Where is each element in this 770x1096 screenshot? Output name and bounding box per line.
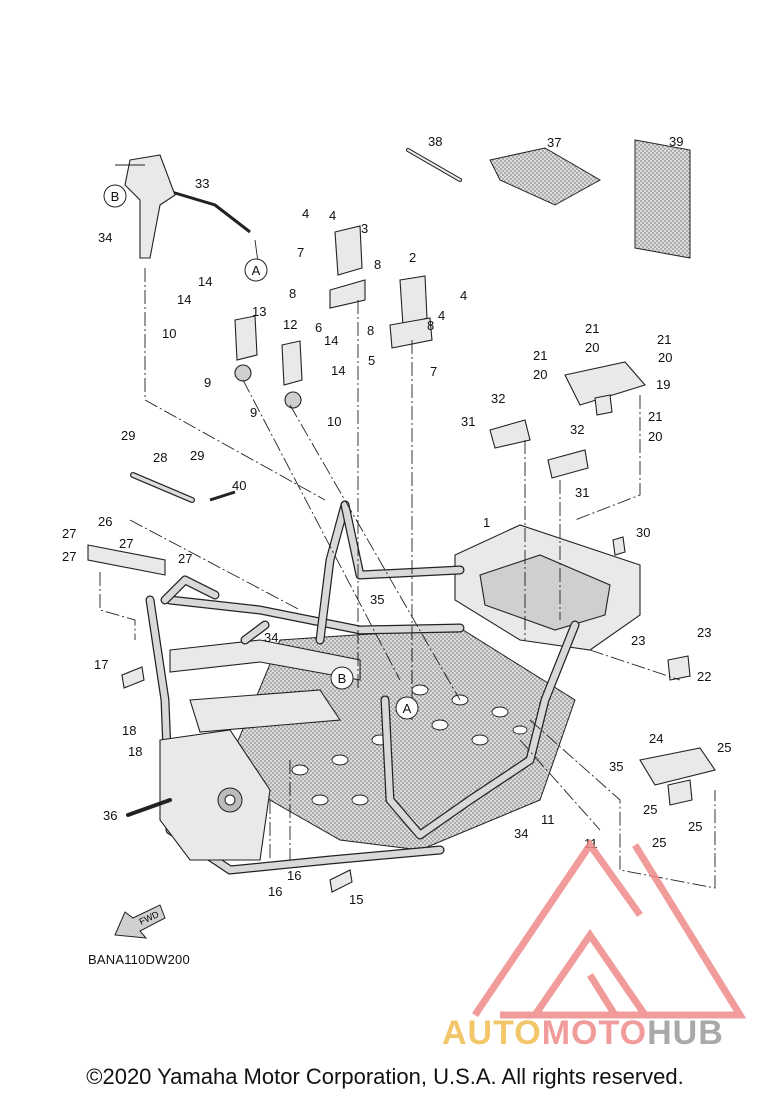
main-frame	[145, 500, 641, 875]
callout-5: 5	[368, 353, 375, 368]
callout-20b: 20	[658, 350, 672, 365]
callout-15: 15	[349, 892, 363, 907]
callout-20a: 20	[585, 340, 599, 355]
callout-10b: 10	[327, 414, 341, 429]
brand-moto: MOTO	[541, 1014, 648, 1052]
callout-32b: 32	[570, 422, 584, 437]
callout-21a: 21	[585, 321, 599, 336]
fwd-arrow-icon	[114, 904, 166, 939]
callout-7a: 7	[297, 245, 304, 260]
callout-8b: 8	[289, 286, 296, 301]
callout-14c: 14	[324, 333, 338, 348]
callout-8c: 8	[367, 323, 374, 338]
callout-27b: 27	[119, 536, 133, 551]
ref-circle-a-frame: A	[403, 701, 412, 716]
reference-circles: B A B A	[103, 184, 419, 720]
callout-14b: 14	[177, 292, 191, 307]
callout-8a: 8	[374, 257, 381, 272]
callout-22: 22	[697, 669, 711, 684]
callout-23a: 23	[631, 633, 645, 648]
brand-hub: HUB	[647, 1014, 724, 1052]
callout-32a: 32	[491, 391, 505, 406]
callout-19: 19	[656, 377, 670, 392]
callout-4c: 4	[460, 288, 467, 303]
callout-13: 13	[252, 304, 266, 319]
ref-circle-b-top: B	[111, 189, 120, 204]
callout-31a: 31	[461, 414, 475, 429]
callout-7b: 7	[430, 364, 437, 379]
ref-circle-b-frame: B	[338, 671, 347, 686]
callout-36: 36	[103, 808, 117, 823]
callout-16a: 16	[287, 868, 301, 883]
callout-25a: 25	[717, 740, 731, 755]
callout-28: 28	[153, 450, 167, 465]
callout-18a: 18	[122, 723, 136, 738]
callout-4b: 4	[329, 208, 336, 223]
callout-24: 24	[649, 731, 663, 746]
callout-labels: 1 2 3 4 4 4 4 5 6 7 7 8 8 8 8 9 9 10 10 …	[62, 134, 731, 907]
callout-16b: 16	[268, 884, 282, 899]
callout-18b: 18	[128, 744, 142, 759]
watermark-logo-icon	[472, 838, 747, 1019]
callout-39: 39	[669, 134, 683, 149]
callout-30: 30	[636, 525, 650, 540]
callout-6: 6	[315, 320, 322, 335]
callout-9a: 9	[204, 375, 211, 390]
callout-33: 33	[195, 176, 209, 191]
callout-26: 26	[98, 514, 112, 529]
callout-20d: 20	[648, 429, 662, 444]
callout-2: 2	[409, 250, 416, 265]
copyright-notice: ©2020 Yamaha Motor Corporation, U.S.A. A…	[86, 1064, 684, 1089]
callout-1: 1	[483, 515, 490, 530]
callout-25b: 25	[643, 802, 657, 817]
diagram-code: BANA110DW200	[88, 952, 190, 967]
callout-27d: 27	[178, 551, 192, 566]
callout-23b: 23	[697, 625, 711, 640]
callout-4a: 4	[302, 206, 309, 221]
callout-29a: 29	[121, 428, 135, 443]
callout-29b: 29	[190, 448, 204, 463]
callout-34c: 34	[514, 826, 528, 841]
callout-14a: 14	[198, 274, 212, 289]
callout-35b: 35	[609, 759, 623, 774]
callout-38: 38	[428, 134, 442, 149]
callout-21b: 21	[657, 332, 671, 347]
callout-20c: 20	[533, 367, 547, 382]
callout-10a: 10	[162, 326, 176, 341]
callout-25c: 25	[688, 819, 702, 834]
callout-12: 12	[283, 317, 297, 332]
callout-4d: 4	[438, 308, 445, 323]
callout-27a: 27	[62, 526, 76, 541]
callout-40: 40	[232, 478, 246, 493]
callout-8d: 8	[427, 318, 434, 333]
components	[87, 139, 716, 939]
callout-35a: 35	[370, 592, 384, 607]
callout-17: 17	[94, 657, 108, 672]
callout-34a: 34	[98, 230, 112, 245]
callout-14d: 14	[331, 363, 345, 378]
callout-3: 3	[361, 221, 368, 236]
leader-lines	[99, 164, 716, 889]
callout-9b: 9	[250, 405, 257, 420]
callout-25d: 25	[652, 835, 666, 850]
callout-21d: 21	[648, 409, 662, 424]
callout-21c: 21	[533, 348, 547, 363]
callout-31b: 31	[575, 485, 589, 500]
callout-11a: 11	[541, 812, 555, 827]
ref-circle-a-top: A	[252, 263, 261, 278]
callout-37: 37	[547, 135, 561, 150]
callout-34b: 34	[264, 630, 278, 645]
brand-auto: AUTO	[442, 1014, 542, 1052]
watermark-brand: AUTOMOTOHUB	[442, 1014, 770, 1053]
callout-27c: 27	[62, 549, 76, 564]
